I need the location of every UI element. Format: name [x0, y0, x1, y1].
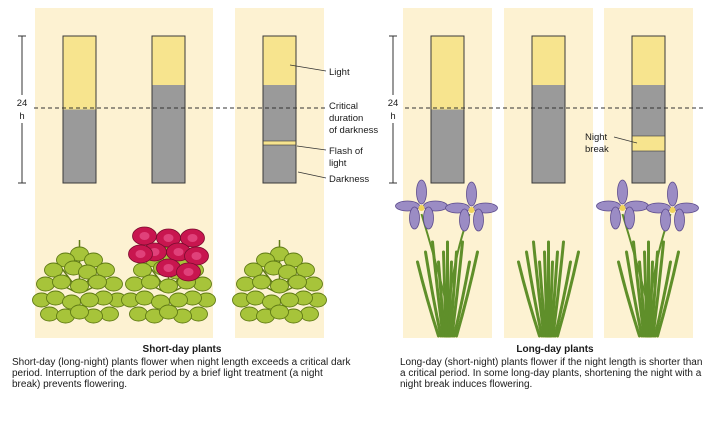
night-break-long-day-3	[631, 135, 666, 152]
dark-period-short-day-3	[263, 85, 296, 183]
dark-period-long-day-3	[632, 85, 665, 183]
bar-outline-long-day-2	[531, 35, 566, 184]
label-critical-2: duration	[329, 113, 363, 124]
scale-24h-left: 24 h	[12, 35, 32, 184]
label-night-break-2: break	[585, 144, 609, 155]
plant-short-day-3	[232, 240, 327, 324]
dark-period-long-day-2	[532, 85, 565, 183]
dark-period-short-day-1	[63, 109, 96, 183]
label-light: Light	[329, 67, 350, 78]
label-critical-1: Critical	[329, 101, 358, 112]
dark-period-short-day-2	[152, 85, 185, 183]
short-day-caption: Short-day plants Short-day (long-night) …	[12, 344, 352, 390]
short-day-heading: Short-day plants	[142, 344, 222, 355]
plant-long-day-1	[395, 179, 498, 338]
label-darkness: Darkness	[329, 174, 369, 185]
plant-short-day-1	[32, 240, 127, 324]
scale-label-24: 24	[17, 98, 28, 109]
long-day-heading: Long-day plants	[516, 344, 594, 355]
dark-period-long-day-1	[431, 109, 464, 183]
bar-outline-long-day-1	[430, 35, 465, 184]
light-period-short-day-3	[263, 36, 296, 85]
light-period-short-day-2	[152, 36, 185, 85]
label-flash-2: light	[329, 158, 347, 169]
label-flash-1: Flash of	[329, 146, 363, 157]
light-period-long-day-2	[532, 36, 565, 85]
scale-label-h-right: h	[390, 111, 395, 122]
leader-lines	[289, 64, 638, 179]
label-night-break-1: Night	[585, 132, 608, 143]
scale-24h-right: 24 h	[383, 35, 403, 184]
light-flash-short-day-3	[262, 140, 297, 146]
light-period-long-day-3	[632, 36, 665, 85]
long-day-caption: Long-day plants Long-day (short-night) p…	[400, 344, 710, 390]
plant-long-day-3	[596, 179, 699, 338]
bar-outline-short-day-2	[151, 35, 186, 184]
scale-label-24-right: 24	[388, 98, 399, 109]
bar-outline-short-day-1	[62, 35, 97, 184]
light-period-short-day-1	[63, 36, 96, 110]
bar-outline-short-day-3	[262, 35, 297, 184]
label-critical-3: of darkness	[329, 125, 378, 136]
plant-short-day-2	[121, 226, 216, 324]
bar-outline-long-day-3	[631, 35, 666, 184]
short-day-description: Short-day (long-night) plants flower whe…	[12, 357, 351, 390]
plant-long-day-2	[517, 240, 580, 338]
light-period-long-day-1	[431, 36, 464, 110]
long-day-description: Long-day (short-night) plants flower if …	[400, 357, 703, 390]
scale-label-h: h	[19, 111, 24, 122]
